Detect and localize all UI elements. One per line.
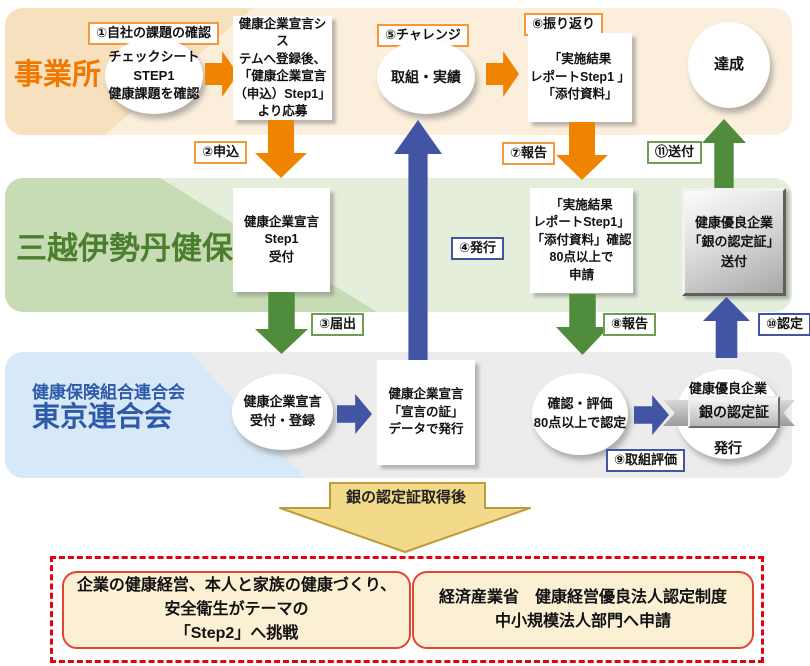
step-label-11: ⑪送付: [647, 141, 703, 164]
row-title-rengokai: 健康保険組合連合会 東京連合会: [32, 383, 185, 432]
node-report-check: 「実施結果 レポートStep1」 「添付資料」確認 80点以上で 申請: [530, 188, 633, 293]
node-check-sheet: チェックシート STEP1 健康課題を確認: [105, 38, 203, 114]
step-label-4: ④発行: [451, 237, 505, 260]
silver-issue-bottom-text: 発行: [714, 440, 742, 456]
step-label-8: ⑧報告: [603, 313, 657, 336]
banner-down-arrow-icon: [279, 482, 531, 553]
step-label-2: ②申込: [194, 141, 248, 164]
node-silver-send: 健康優良企業 「銀の認定証」 送付: [682, 188, 786, 296]
step-label-10: ⑩認定: [758, 313, 810, 336]
row-title-office: 事業所: [14, 59, 102, 91]
node-report-top: 「実施結果 レポートStep1 」 「添付資料」: [528, 33, 632, 122]
step-label-9: ⑨取組評価: [606, 449, 686, 472]
node-apply-box: 健康企業宣言シス テムへ登録後、 「健康企業宣言 （申込）Step1」 より応募: [233, 16, 332, 120]
next-step2-box: 企業の健康経営、本人と家族の健康づくり、 安全衛生がテーマの 「Step2」へ挑…: [62, 571, 411, 649]
node-achieved: 達成: [688, 22, 770, 108]
node-accept-register: 健康企業宣言 受付・登録: [232, 374, 333, 450]
row-title-rengokai-large: 東京連合会: [32, 400, 173, 432]
node-confirm-evaluate: 確認・評価 80点以上で認定: [532, 373, 628, 455]
row-title-rengokai-small: 健康保険組合連合会: [32, 383, 185, 402]
row-title-kenpo: 三越伊勢丹健保: [16, 231, 233, 266]
meti-apply-box: 経済産業省 健康経営優良法人認定制度 中小規模法人部門へ申請: [412, 571, 754, 649]
step-label-5: ⑤チャレンジ: [377, 24, 469, 47]
next-steps-dashed-box: [50, 556, 764, 663]
silver-issue-top-text: 健康優良企業: [688, 381, 767, 396]
node-step1-accept: 健康企業宣言 Step1 受付: [233, 188, 330, 292]
silver-ribbon: 銀の認定証: [688, 396, 780, 428]
banner-text: 銀の認定証取得後: [345, 489, 466, 506]
step-label-7: ⑦報告: [502, 142, 556, 165]
step-label-3: ③届出: [311, 313, 365, 336]
node-effort: 取組・実績: [377, 40, 475, 114]
step-label-6: ⑥振り返り: [524, 13, 604, 36]
silver-obtained-banner: 銀の認定証取得後: [277, 481, 535, 555]
node-proof-issue: 健康企業宣言 「宣言の証」 データで発行: [377, 360, 475, 465]
